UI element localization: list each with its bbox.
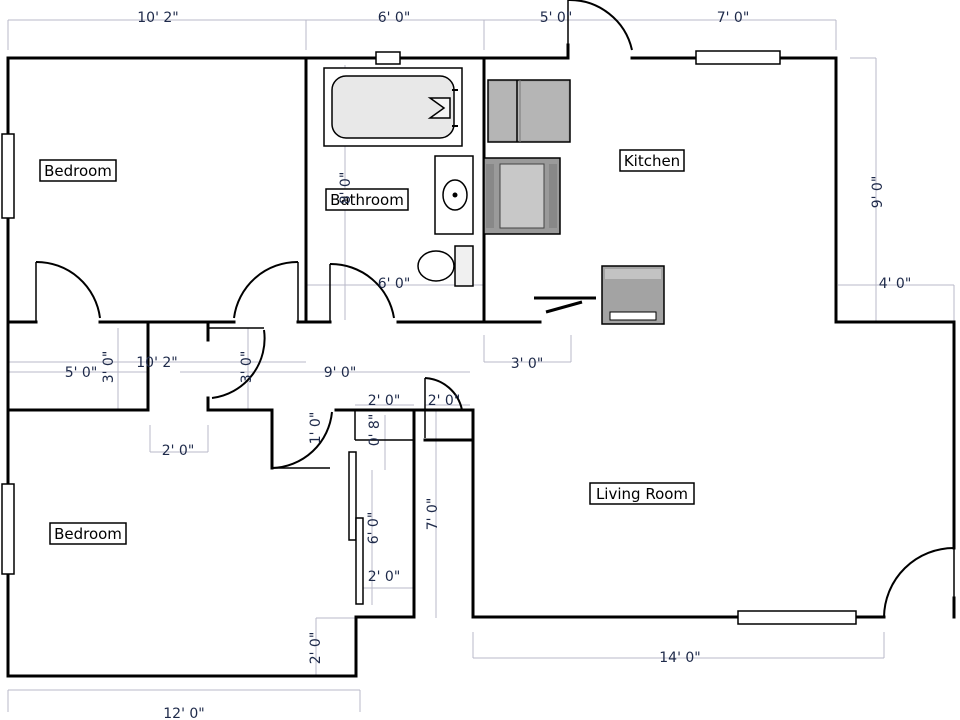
svg-text:Bathroom: Bathroom — [330, 191, 404, 209]
dim-closet-a: 2' 0" — [368, 393, 401, 409]
room-label-bedroom-bottom: Bedroom — [49, 522, 127, 545]
dim-living-width: 14' 0" — [659, 650, 700, 666]
svg-text:Bedroom: Bedroom — [54, 525, 122, 543]
dim-small-gap: 0' 8" — [367, 414, 383, 447]
dim-top-bedroom: 10' 2" — [137, 10, 178, 26]
stove — [483, 157, 561, 235]
window-living-bottom — [737, 610, 857, 625]
window-bedroom-top — [1, 133, 15, 219]
toilet — [417, 245, 474, 287]
dimension-labels: 10' 2" 6' 0" 5' 0" 7' 0" 9' 0" 4' 0" 8' … — [65, 10, 912, 720]
dim-closet-b: 2' 0" — [428, 393, 461, 409]
dim-top-entry: 5' 0" — [540, 10, 573, 26]
dim-hall-left: 5' 0" — [65, 365, 98, 381]
dim-top-kitchen: 7' 0" — [717, 10, 750, 26]
window-kitchen-top — [695, 50, 781, 65]
room-label-kitchen: Kitchen — [619, 149, 685, 172]
dim-closet-height: 7' 0" — [425, 498, 441, 531]
dim-hall-height-left: 3' 0" — [101, 351, 117, 384]
dim-hall-length: 10' 2" — [136, 355, 177, 371]
dim-bottom-step: 2' 0" — [308, 632, 324, 665]
svg-text:Living Room: Living Room — [596, 485, 688, 503]
closet-panels — [348, 451, 364, 605]
refrigerator — [487, 79, 571, 143]
dim-closet-long: 6' 0" — [366, 512, 382, 545]
dim-hall-height-right: 3' 0" — [239, 351, 255, 384]
room-label-living-room: Living Room — [589, 482, 695, 505]
dim-top-bath: 6' 0" — [378, 10, 411, 26]
sink — [434, 155, 474, 235]
bathtub — [323, 67, 463, 147]
doors — [35, 0, 955, 618]
windows — [1, 50, 857, 625]
window-bath-top — [375, 51, 401, 65]
dim-kitchen-height: 9' 0" — [870, 176, 886, 209]
window-bedroom-bottom — [1, 483, 15, 575]
dim-small-door: 1' 0" — [308, 412, 324, 445]
dishwasher — [601, 265, 665, 325]
svg-text:Bedroom: Bedroom — [44, 162, 112, 180]
room-label-bathroom: Bathroom — [325, 188, 409, 211]
room-label-bedroom-top: Bedroom — [39, 159, 117, 182]
dim-bath-height: 8' 0" — [338, 172, 354, 205]
dim-right-step: 4' 0" — [879, 276, 912, 292]
dim-bottom-width: 12' 0" — [163, 706, 204, 720]
dim-closet-width: 2' 0" — [368, 569, 401, 585]
dim-hall-door-gap: 2' 0" — [162, 443, 195, 459]
dim-kitchen-counter: 3' 0" — [511, 356, 544, 372]
dim-hall-total: 9' 0" — [324, 365, 357, 381]
dim-bath-inner: 6' 0" — [378, 276, 411, 292]
kitchen-stools — [534, 296, 596, 314]
svg-text:Kitchen: Kitchen — [624, 152, 680, 170]
